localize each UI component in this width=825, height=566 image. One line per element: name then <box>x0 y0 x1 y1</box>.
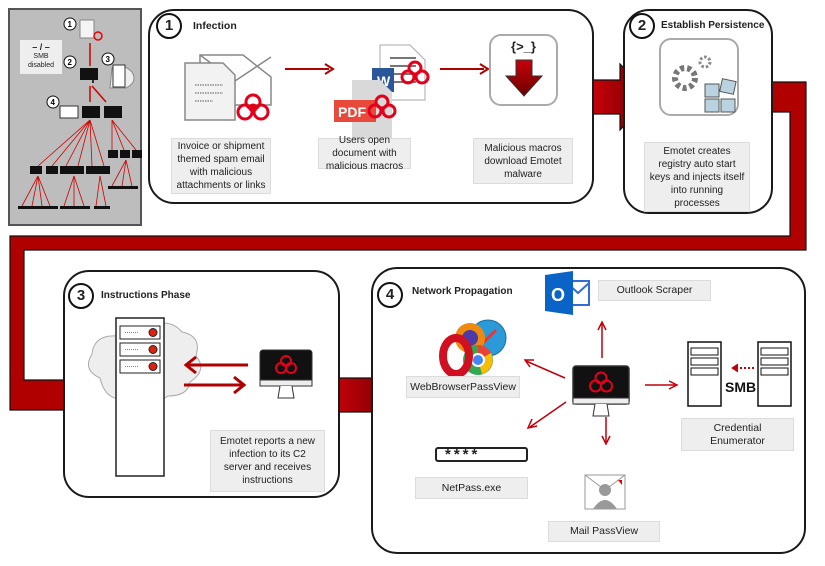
step-number-2: 2 <box>629 13 655 39</box>
outlook-letter: O <box>551 285 565 305</box>
macro-download-icon: {>_} <box>489 34 558 106</box>
step-number-3: 3 <box>68 283 94 309</box>
panel-title-instructions: Instructions Phase <box>101 290 191 301</box>
caption-persistence: Emotet creates registry auto start keys … <box>644 142 750 212</box>
outlook-icon: O <box>545 271 590 315</box>
download-arrow-icon <box>504 59 544 97</box>
overview-tree-diagram: 1 2 3 4 <box>18 17 142 209</box>
bidirectional-arrows <box>183 355 248 395</box>
gear-small-icon <box>698 55 712 69</box>
caption-open-document: Users open document with malicious macro… <box>318 135 411 172</box>
module-mail-passview: Mail PassView <box>548 521 660 542</box>
browsers-icon <box>439 319 507 378</box>
module-webbrowserpassview: WebBrowserPassView <box>406 376 520 398</box>
gears-registry-icon <box>659 38 739 116</box>
smb-disabled-note: – / – SMB disabled <box>20 40 62 74</box>
caption-macros-download: Malicious macros download Emotet malware <box>473 138 573 184</box>
biohazard-icon <box>589 371 613 393</box>
caption-spam-email: Invoice or shipment themed spam email wi… <box>171 138 271 194</box>
module-netpass: NetPass.exe <box>415 477 528 499</box>
panel-title-persistence: Establish Persistence <box>661 20 765 31</box>
step-number-4: 4 <box>377 282 403 308</box>
pdf-label: PDF <box>338 104 366 120</box>
panel-title-infection: Infection <box>193 20 237 32</box>
biohazard-icon <box>275 355 297 374</box>
step-number-1: 1 <box>156 13 182 39</box>
password-field-icon: **** <box>435 447 528 462</box>
module-outlook-scraper: Outlook Scraper <box>598 280 711 301</box>
caption-instructions: Emotet reports a new infection to its C2… <box>210 430 325 492</box>
panel-title-network-propagation: Network Propagation <box>412 286 513 297</box>
infected-computer-icon <box>259 349 313 399</box>
spam-email-icon <box>184 54 272 121</box>
biohazard-icon <box>236 93 270 121</box>
overview-step-4: 4 <box>51 98 56 107</box>
infected-computer-icon <box>572 365 630 417</box>
overview-step-3: 3 <box>106 55 111 64</box>
overview-step-2: 2 <box>68 58 73 67</box>
module-credential-enumerator: Credential Enumerator <box>681 418 794 451</box>
c2-server-icon <box>87 317 202 477</box>
mail-user-icon <box>584 474 626 510</box>
smb-servers-icon: SMB <box>687 341 792 407</box>
console-glyph: {>_} <box>511 39 536 54</box>
arrow-small <box>285 63 335 75</box>
smb-label: SMB <box>725 379 756 395</box>
overview-thumbnail: – / – SMB disabled 1 2 3 4 <box>8 8 142 226</box>
arrow-small <box>440 63 490 75</box>
gear-icon <box>672 65 698 91</box>
propagation-arrows <box>523 320 679 446</box>
overview-step-1: 1 <box>68 20 73 29</box>
password-mask: **** <box>445 446 481 463</box>
malicious-document-icon: W PDF <box>334 44 430 138</box>
